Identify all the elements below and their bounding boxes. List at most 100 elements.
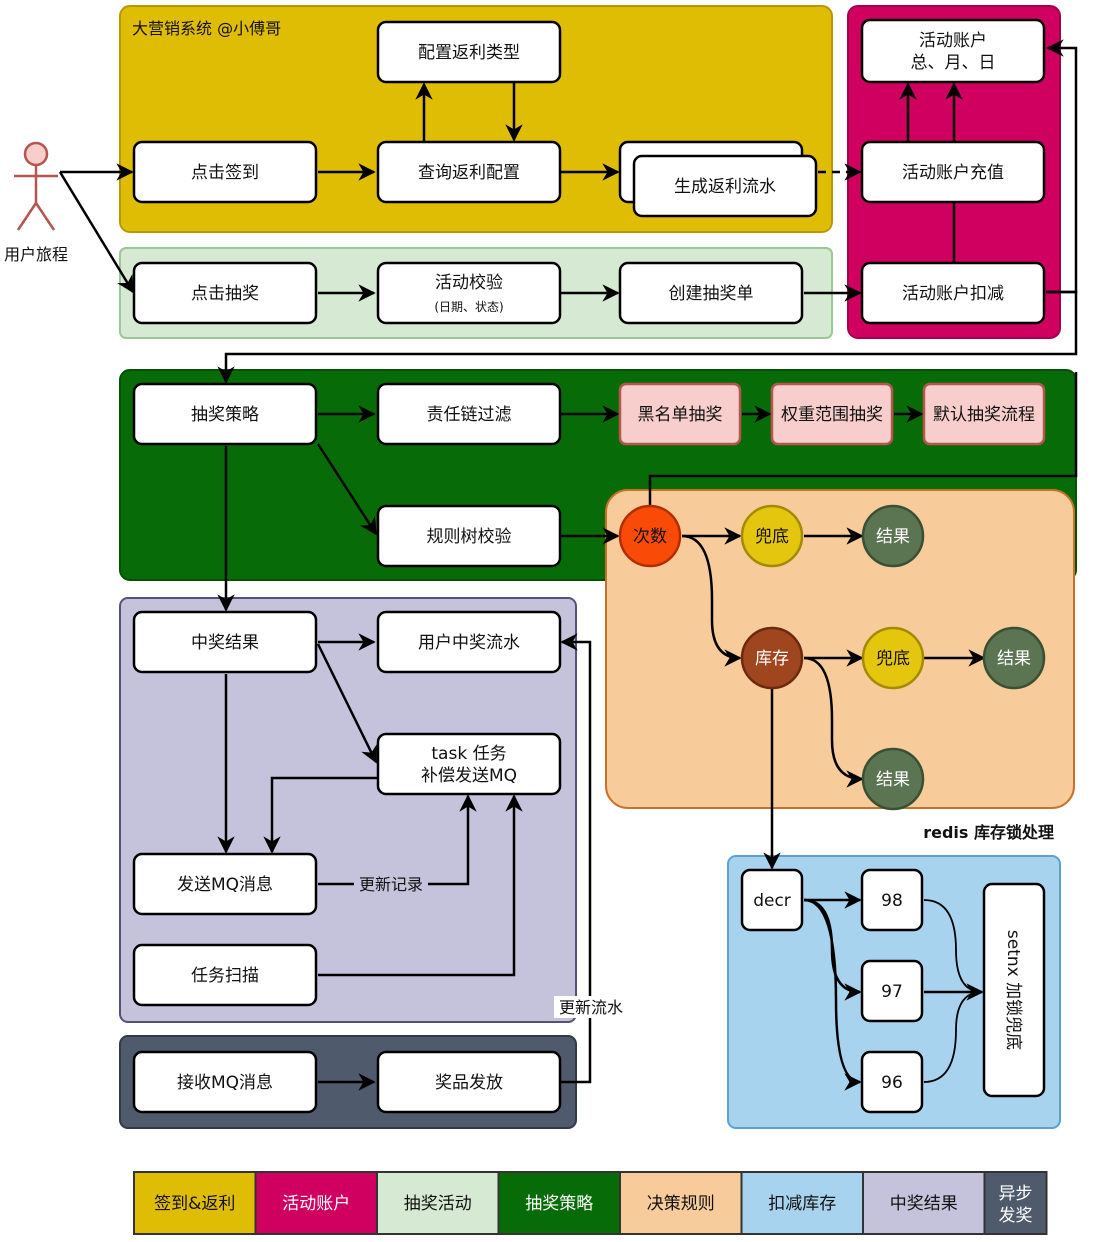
node-98-box <box>860 868 924 932</box>
node-decr: decr <box>753 891 791 911</box>
node-recv-mq-box <box>132 1050 318 1114</box>
node-fallback1-circle <box>740 504 804 568</box>
node-query-rebate-box <box>376 140 562 204</box>
node-decr-box <box>740 868 804 932</box>
node-account-recharge-box <box>860 140 1046 204</box>
node-96: 96 <box>881 1073 903 1093</box>
circle-nodes <box>618 504 1046 811</box>
legend-swatch-0 <box>133 1171 257 1235</box>
node-task-line1: task 任务 <box>431 744 506 764</box>
node-result1-circle <box>861 504 925 568</box>
node-result3: 结果 <box>876 770 910 790</box>
node-chain-filter: 责任链过滤 <box>427 405 512 425</box>
node-activity-check-line1: 活动校验 <box>435 273 503 293</box>
legend-swatch-3 <box>497 1171 621 1235</box>
node-task-scan-box <box>132 943 318 1007</box>
node-config-rebate: 配置返利类型 <box>418 43 520 63</box>
node-setnx-box <box>982 882 1046 1098</box>
node-default-flow: 默认抽奖流程 <box>933 405 1035 425</box>
node-fallback2-circle <box>861 626 925 690</box>
node-weight-box <box>770 382 894 446</box>
node-award-issue-box <box>376 1050 562 1114</box>
legend-swatch-7 <box>983 1171 1048 1235</box>
node-activity-check-box <box>376 261 562 325</box>
legend-label-2: 抽奖活动 <box>404 1194 472 1214</box>
region-award <box>119 597 577 1023</box>
legend-label-7-part0: 异步 <box>999 1184 1033 1204</box>
node-result3-circle <box>861 747 925 811</box>
box-nodes <box>132 18 1046 1114</box>
legend-label-7-part1: 发奖 <box>999 1206 1033 1226</box>
edge-label-update-record: 更新记录 <box>359 875 423 894</box>
region-signin-title: 大营销系统 @小傅哥 <box>132 19 281 38</box>
node-send-mq: 发送MQ消息 <box>177 875 273 895</box>
node-setnx: setnx 加锁兜底 <box>1003 930 1023 1050</box>
node-gen-rebate-box <box>632 154 818 218</box>
edge-label-update-record-bg <box>354 874 428 894</box>
edge-label-update-flow-bg <box>554 996 628 1018</box>
legend-label-3: 抽奖策略 <box>525 1194 593 1214</box>
node-user-award-flow: 用户中奖流水 <box>418 633 520 653</box>
node-click-sign-box <box>132 140 318 204</box>
node-count: 次数 <box>633 527 667 547</box>
legend-label-6: 中奖结果 <box>890 1194 958 1214</box>
node-result1: 结果 <box>876 527 910 547</box>
node-account-recharge: 活动账户充值 <box>902 163 1004 183</box>
node-97-box <box>860 959 924 1023</box>
node-account-total-box <box>860 18 1046 84</box>
node-click-sign: 点击签到 <box>191 163 259 183</box>
node-result2-circle <box>982 626 1046 690</box>
node-count-circle <box>618 504 682 568</box>
node-query-rebate: 查询返利配置 <box>418 163 520 183</box>
node-award-result-box <box>132 610 318 674</box>
node-click-draw-box <box>132 261 318 325</box>
legend-label-0: 签到&返利 <box>154 1194 235 1214</box>
node-task-box <box>376 732 562 796</box>
node-account-total-line1: 活动账户 <box>919 31 987 51</box>
node-98: 98 <box>881 891 903 911</box>
node-click-draw: 点击抽奖 <box>191 284 259 304</box>
node-gen-rebate: 生成返利流水 <box>674 177 776 197</box>
legend-label-5: 扣减库存 <box>768 1194 836 1214</box>
node-fallback2: 兜底 <box>876 649 910 669</box>
node-task-line2: 补偿发送MQ <box>421 766 517 786</box>
node-account-deduct: 活动账户扣减 <box>902 284 1004 304</box>
node-strategy-box <box>132 382 318 446</box>
node-config-rebate-box <box>376 20 562 84</box>
legend-label-4: 决策规则 <box>647 1194 715 1214</box>
node-account-deduct-box <box>860 261 1046 325</box>
pink-nodes <box>618 382 1046 446</box>
region-rules <box>605 489 1075 809</box>
legend-swatch-4 <box>619 1171 743 1235</box>
node-activity-check-line2: (日期、状态) <box>434 300 503 314</box>
node-labels: 点击签到 配置返利类型 查询返利配置 生成返利流水 活动账户 总、月、日 活动账… <box>177 31 1035 1093</box>
edge-label-update-flow: 更新流水 <box>559 998 623 1017</box>
node-blacklist: 黑名单抽奖 <box>638 405 723 425</box>
legend-label-1: 活动账户 <box>282 1194 350 1214</box>
user-actor-icon <box>14 141 58 231</box>
node-user-award-flow-box <box>376 610 562 674</box>
node-blacklist-box <box>618 382 742 446</box>
node-default-flow-box <box>922 382 1046 446</box>
node-award-issue: 奖品发放 <box>435 1073 503 1093</box>
actor-label: 用户旅程 <box>4 245 68 264</box>
node-tree-check-box <box>376 504 562 568</box>
node-tree-check: 规则树校验 <box>427 527 512 547</box>
legend-swatch-1 <box>254 1171 378 1235</box>
node-create-order-box <box>618 261 804 325</box>
node-create-order: 创建抽奖单 <box>669 284 754 304</box>
node-weight: 权重范围抽奖 <box>781 405 883 425</box>
node-send-mq-box <box>132 852 318 916</box>
node-strategy: 抽奖策略 <box>191 405 259 425</box>
node-97: 97 <box>881 982 903 1002</box>
node-result2: 结果 <box>997 649 1031 669</box>
node-chain-filter-box <box>376 382 562 446</box>
node-task-scan: 任务扫描 <box>191 966 259 986</box>
legend-swatch-2 <box>376 1171 500 1235</box>
node-stock: 库存 <box>755 649 789 669</box>
node-96-box <box>860 1050 924 1114</box>
node-account-total-line2: 总、月、日 <box>911 53 996 73</box>
region-stock-title: redis 库存锁处理 <box>923 823 1054 842</box>
